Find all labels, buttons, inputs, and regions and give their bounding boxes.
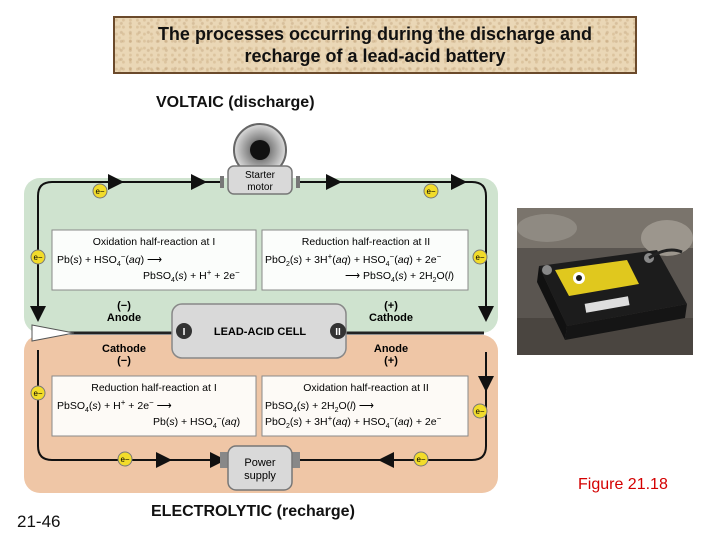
electron-label: e− bbox=[120, 455, 129, 464]
electrolytic-oxidation-title: Oxidation half-reaction at II bbox=[303, 382, 428, 394]
electron-markers: e− e− e− e− e− e− e− e− bbox=[30, 183, 488, 467]
starter-motor-line-2: motor bbox=[247, 182, 273, 193]
svg-text:PbSO4(s) + 2H2O(l) ⟶: PbSO4(s) + 2H2O(l) ⟶ bbox=[265, 400, 375, 414]
electron-label: e− bbox=[33, 253, 42, 262]
svg-text:PbO2(s) + 3H+(aq) + HSO4−(aq): PbO2(s) + 3H+(aq) + HSO4−(aq) + 2e− bbox=[265, 414, 442, 430]
electron-label: e− bbox=[33, 389, 42, 398]
electron-label: e− bbox=[475, 407, 484, 416]
svg-text:PbO2(s) + 3H+(aq) + HSO4−(aq): PbO2(s) + 3H+(aq) + HSO4−(aq) + 2e− bbox=[265, 252, 442, 268]
title-line-1: The processes occurring during the disch… bbox=[157, 24, 593, 44]
svg-text:Pb(s) + HSO4−(aq) ⟶: Pb(s) + HSO4−(aq) ⟶ bbox=[57, 252, 163, 268]
voltaic-reduction-equation: PbO2(s) + 3H+(aq) + HSO4−(aq) + 2e− ⟶ Pb… bbox=[265, 252, 454, 284]
voltaic-oxidation-box bbox=[51, 229, 257, 291]
car-battery-photo bbox=[517, 208, 693, 355]
voltaic-heading: VOLTAIC (discharge) bbox=[156, 94, 315, 111]
lead-acid-cell: I II LEAD-ACID CELL bbox=[171, 303, 347, 359]
voltaic-cathode-label: Cathode bbox=[369, 312, 413, 324]
electron-label: e− bbox=[426, 187, 435, 196]
starter-motor-line-1: Starter bbox=[245, 170, 276, 181]
voltaic-reduction-box bbox=[261, 229, 469, 291]
electrolytic-cathode-sign: (−) bbox=[117, 355, 131, 367]
svg-text:Pb(s) + HSO4−(aq): Pb(s) + HSO4−(aq) bbox=[153, 414, 240, 430]
slide-title: The processes occurring during the disch… bbox=[113, 16, 637, 74]
svg-text:PbSO4(s) + H+ + 2e− ⟶: PbSO4(s) + H+ + 2e− ⟶ bbox=[57, 398, 173, 414]
electrolytic-cathode-label: Cathode bbox=[102, 343, 146, 355]
power-supply-line-2: supply bbox=[244, 470, 276, 482]
title-line-2: recharge of a lead-acid battery bbox=[244, 46, 506, 66]
svg-text:PbSO4(s) + H+ + 2e−: PbSO4(s) + H+ + 2e− bbox=[143, 268, 240, 284]
electron-label: e− bbox=[475, 253, 484, 262]
electrolytic-heading: ELECTROLYTIC (recharge) bbox=[151, 503, 355, 520]
electrolytic-anode-sign: (+) bbox=[384, 355, 398, 367]
electron-label: e− bbox=[416, 455, 425, 464]
svg-text:⟶ PbSO4(s) + 2H2O(l): ⟶ PbSO4(s) + 2H2O(l) bbox=[345, 270, 454, 284]
electrolytic-oxidation-equation: PbSO4(s) + 2H2O(l) ⟶ PbO2(s) + 3H+(aq) +… bbox=[265, 400, 442, 430]
electron-label: e− bbox=[95, 187, 104, 196]
voltaic-anode-label: Anode bbox=[107, 312, 141, 324]
electrolytic-oxidation-box bbox=[261, 375, 469, 437]
voltaic-circuit-wire bbox=[30, 181, 220, 322]
figure-label: Figure 21.18 bbox=[578, 476, 668, 493]
voltaic-cathode-sign: (+) bbox=[384, 300, 398, 312]
electrolytic-anode-label: Anode bbox=[374, 343, 408, 355]
voltaic-anode-sign: (−) bbox=[117, 300, 131, 312]
voltaic-oxidation-equation: Pb(s) + HSO4−(aq) ⟶ PbSO4(s) + H+ + 2e− bbox=[57, 252, 240, 284]
electrolytic-circuit-wire-right bbox=[300, 352, 487, 461]
electrolytic-circuit-wire bbox=[37, 350, 226, 468]
electrode-i-label: I bbox=[183, 327, 186, 338]
power-supply: Power supply bbox=[220, 445, 300, 491]
cell-label: LEAD-ACID CELL bbox=[214, 326, 307, 338]
voltaic-circuit-wire-right bbox=[300, 181, 494, 322]
cycle-arrow bbox=[31, 324, 75, 342]
electrode-ii-label: II bbox=[335, 327, 341, 338]
slide-number: 21-46 bbox=[17, 512, 61, 531]
electrolytic-reduction-box bbox=[51, 375, 257, 437]
voltaic-panel bbox=[24, 178, 498, 333]
voltaic-oxidation-title: Oxidation half-reaction at I bbox=[93, 236, 216, 248]
starter-motor: Starter motor bbox=[220, 123, 300, 195]
voltaic-reduction-title: Reduction half-reaction at II bbox=[302, 236, 430, 248]
electrolytic-reduction-title: Reduction half-reaction at I bbox=[91, 382, 217, 394]
power-supply-line-1: Power bbox=[244, 457, 276, 469]
